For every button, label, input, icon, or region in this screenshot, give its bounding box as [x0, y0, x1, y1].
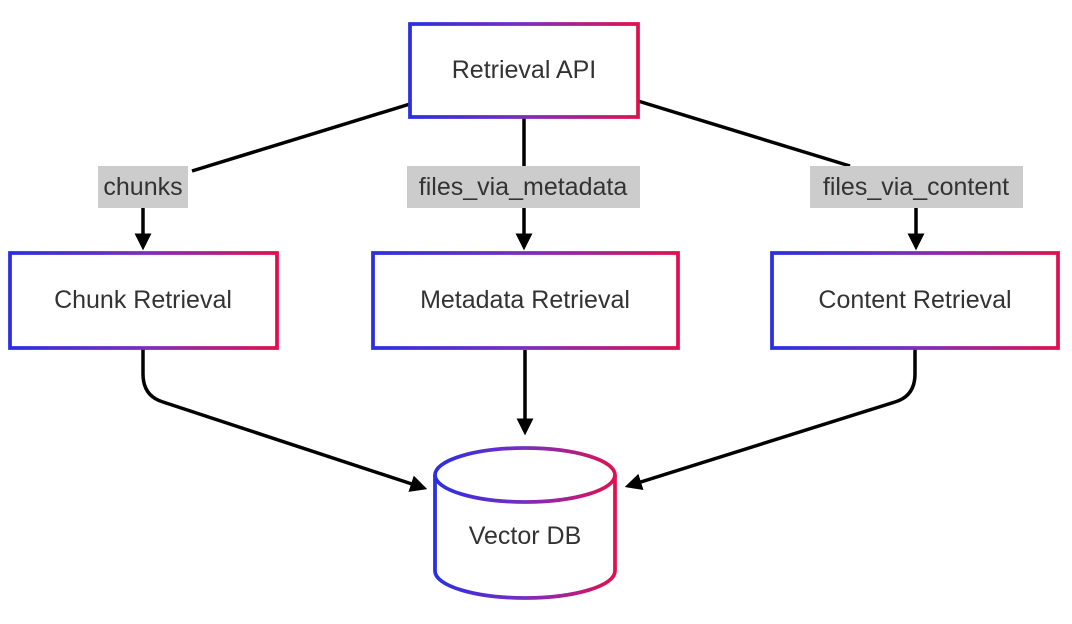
node-retrieval-api-label: Retrieval API [452, 56, 597, 84]
edge-labels: chunks files_via_metadata files_via_cont… [98, 166, 1023, 208]
edge-retrieval-api-to-content-label [637, 99, 851, 168]
node-metadata-retrieval-label: Metadata Retrieval [420, 286, 630, 314]
edge-label-chunks: chunks [103, 173, 182, 201]
edge-label-chunks-bg [98, 166, 188, 208]
nodes: Retrieval API Chunk Retrieval Metadata R… [8, 22, 1060, 600]
node-chunk-retrieval-label: Chunk Retrieval [54, 286, 232, 314]
edge-label-files-via-metadata: files_via_metadata [419, 173, 628, 201]
node-vector-db-body [433, 475, 617, 600]
edge-label-files-via-content-bg [810, 166, 1023, 208]
edge-label-files-via-content: files_via_content [823, 173, 1009, 201]
edge-chunk-retrieval-to-vector-db [141, 348, 428, 492]
node-content-retrieval-label: Content Retrieval [818, 286, 1011, 314]
node-vector-db-top [433, 446, 617, 504]
edge-label-files-via-metadata-bg [407, 166, 640, 208]
node-chunk-retrieval [8, 251, 279, 350]
node-vector-db-label: Vector DB [469, 522, 582, 550]
node-content-retrieval [770, 251, 1060, 350]
edge-lines [134, 99, 925, 492]
node-retrieval-api [408, 22, 640, 119]
edge-content-retrieval-to-vector-db [624, 348, 917, 491]
edge-retrieval-api-to-chunks-label [191, 102, 411, 173]
node-metadata-retrieval [371, 251, 680, 350]
